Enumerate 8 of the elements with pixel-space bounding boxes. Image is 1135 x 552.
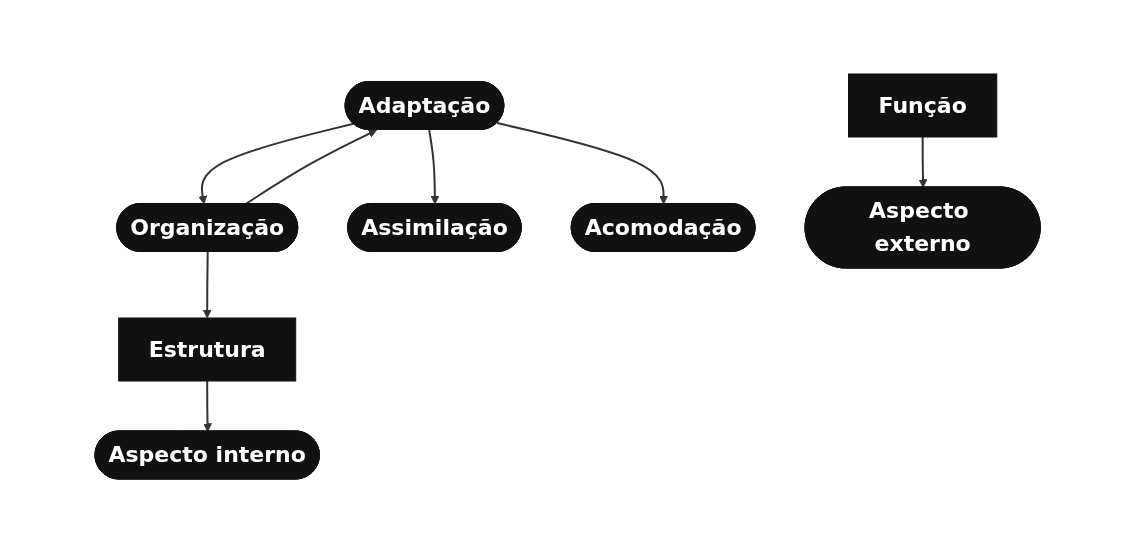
arrow: [918, 135, 928, 188]
node-box: Estrutura: [118, 317, 297, 381]
arrow: [496, 121, 668, 204]
arrow: [202, 250, 212, 318]
arrow: [203, 379, 212, 432]
node-box: Função: [847, 73, 998, 137]
arrow: [198, 122, 355, 204]
arrow: [428, 128, 440, 204]
